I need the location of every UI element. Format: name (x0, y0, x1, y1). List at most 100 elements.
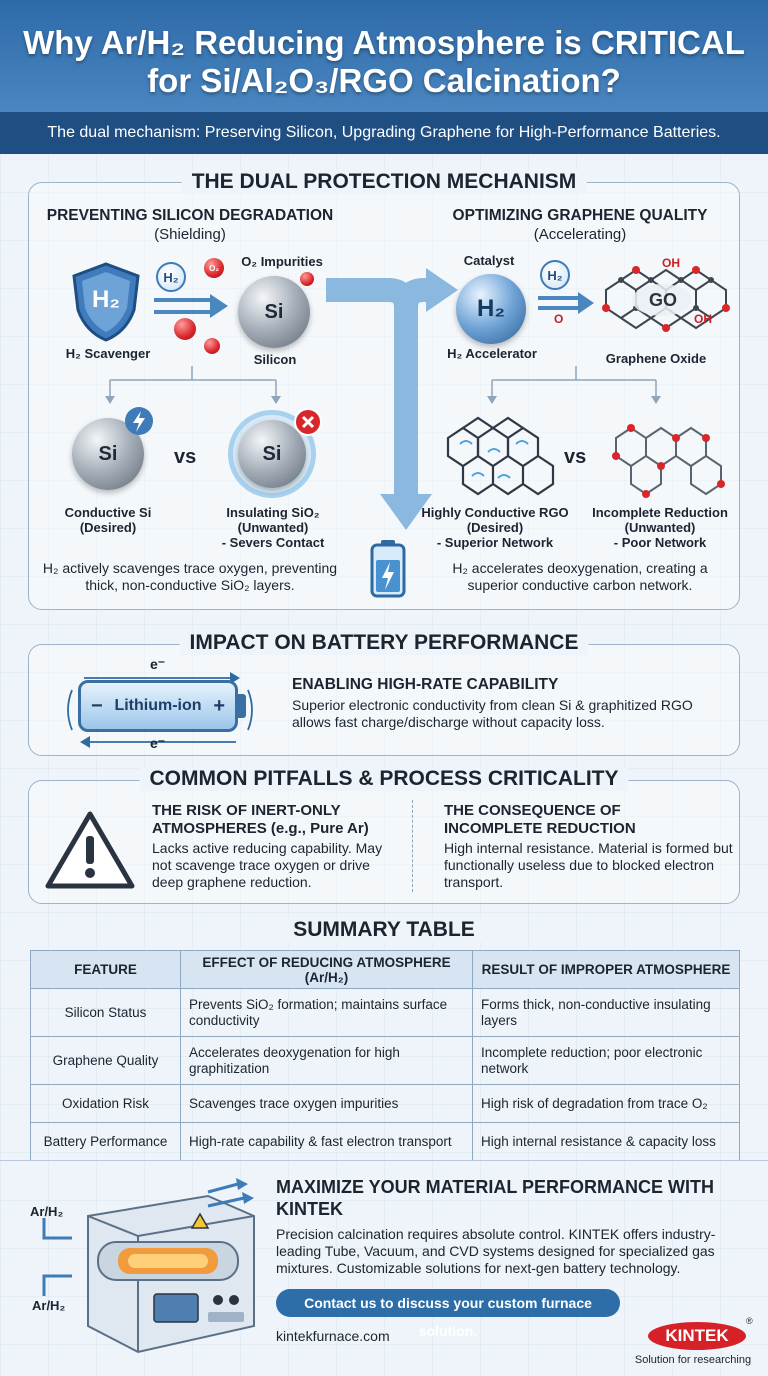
arrow-icon-right (538, 292, 594, 314)
table-header: RESULT OF IMPROPER ATMOSPHERE (472, 950, 740, 989)
cta-heading: MAXIMIZE YOUR MATERIAL PERFORMANCE WITH … (276, 1177, 714, 1219)
oxygen-ball-3 (204, 338, 220, 354)
cta-divider (0, 1160, 768, 1161)
table-row: Graphene Quality Accelerates deoxygenati… (30, 1036, 740, 1085)
h2-scavenger-label: H₂ Scavenger (65, 346, 151, 361)
impact-heading: ENABLING HIGH-RATE CAPABILITY (292, 676, 559, 693)
h2-molecule-left: H₂ (156, 262, 186, 292)
silicon-sphere: Si (238, 276, 310, 348)
table-cell: High internal resistance & capacity loss (472, 1122, 740, 1161)
oxygen-ball-4 (300, 272, 314, 286)
conductive-rgo-label: Highly Conductive RGO (Desired) - Superi… (421, 505, 569, 550)
o-label: O (554, 312, 564, 326)
silicon-label: Silicon (253, 352, 297, 367)
table-header: EFFECT OF REDUCING ATMOSPHERE (Ar/H₂) (180, 950, 473, 989)
h2-molecule-right: H₂ (540, 260, 570, 290)
oh-label-1: OH (662, 256, 680, 270)
page-header: Why Ar/H₂ Reducing Atmosphere is CRITICA… (0, 0, 768, 112)
conductive-si-label: Conductive Si (Desired) (64, 505, 152, 535)
table-header-row: FEATURE EFFECT OF REDUCING ATMOSPHERE (A… (30, 950, 740, 989)
table-row: Silicon Status Prevents SiO₂ formation; … (30, 988, 740, 1037)
table-cell: Accelerates deoxygenation for high graph… (180, 1036, 473, 1085)
warning-icon (45, 811, 135, 889)
battery-plus: + (213, 694, 225, 717)
silicon-subheading: (Shielding) (154, 226, 226, 243)
table-cell: Oxidation Risk (30, 1084, 181, 1123)
lithium-ion-battery: − Lithium-ion + (78, 680, 238, 732)
website-link[interactable]: kintekfurnace.com (276, 1328, 390, 1344)
graphene-description: H₂ accelerates deoxygenation, creating a… (452, 560, 708, 593)
table-cell: Forms thick, non-conductive insulating l… (472, 988, 740, 1037)
logo-tagline: Solution for researching (634, 1354, 752, 1366)
battery-label: Lithium-ion (114, 697, 202, 714)
electron-cycle-arrows (67, 672, 253, 748)
pitfall-divider (412, 800, 413, 892)
flow-arrow (326, 268, 458, 530)
kintek-logo: KINTEK (648, 1322, 746, 1350)
split-arrow (105, 366, 281, 404)
impact-title: IMPACT ON BATTERY PERFORMANCE (179, 631, 589, 655)
electron-label-top: e⁻ (150, 656, 166, 672)
dual-mechanism-title: THE DUAL PROTECTION MECHANISM (181, 170, 587, 194)
table-cell: Incomplete reduction; poor electronic ne… (472, 1036, 740, 1085)
gas-inlet-label-2: Ar/H₂ (32, 1298, 66, 1313)
contact-button[interactable]: Contact us to discuss your custom furnac… (276, 1289, 620, 1339)
summary-table: FEATURE EFFECT OF REDUCING ATMOSPHERE (A… (30, 950, 740, 1161)
table-row: Oxidation Risk Scavenges trace oxygen im… (30, 1084, 740, 1123)
battery-minus: − (91, 694, 103, 717)
o2-impurities-label: O₂ Impurities (241, 254, 323, 269)
dual-mechanism-panel (28, 182, 740, 610)
logo-registered-mark: ® (746, 1316, 753, 1326)
oxygen-ball-1: O₂ (204, 258, 224, 278)
cta-description: Precision calcination requires absolute … (276, 1226, 716, 1276)
impact-description: Superior electronic conductivity from cl… (292, 697, 693, 730)
table-row: Battery Performance High-rate capability… (30, 1122, 740, 1161)
table-cell: Prevents SiO₂ formation; maintains surfa… (180, 988, 473, 1037)
table-cell: High risk of degradation from trace O₂ (472, 1084, 740, 1123)
lightning-icon (125, 407, 153, 435)
vs-left: vs (174, 446, 197, 468)
go-label: GO (648, 290, 677, 310)
shield-icon (72, 262, 140, 342)
gas-inlet-label-1: Ar/H₂ (30, 1204, 64, 1219)
graphene-oxide-label: Graphene Oxide (605, 351, 707, 366)
arrow-icon (154, 294, 228, 318)
incomplete-reduction-label: Incomplete Reduction (Unwanted) - Poor N… (592, 505, 728, 550)
vs-right: vs (564, 446, 587, 468)
summary-title: SUMMARY TABLE (283, 918, 485, 942)
graphene-oxide-lattice (602, 266, 730, 332)
page-subtitle: The dual mechanism: Preserving Silicon, … (0, 112, 768, 154)
table-cell: Battery Performance (30, 1122, 181, 1161)
silicon-description: H₂ actively scavenges trace oxygen, prev… (42, 560, 338, 593)
graphene-heading: OPTIMIZING GRAPHENE QUALITY (452, 207, 708, 224)
pitfall-left-heading: THE RISK OF INERT-ONLY ATMOSPHERES (e.g.… (152, 802, 369, 837)
pitfalls-title: COMMON PITFALLS & PROCESS CRITICALITY (139, 767, 629, 791)
pitfalls-panel (28, 780, 740, 904)
pitfall-right-heading: THE CONSEQUENCE OF INCOMPLETE REDUCTION (444, 802, 636, 837)
table-cell: High-rate capability & fast electron tra… (180, 1122, 473, 1161)
pitfall-right-description: High internal resistance. Material is fo… (444, 840, 733, 890)
table-cell: Graphene Quality (30, 1036, 181, 1085)
shield-label: H₂ (92, 286, 120, 313)
split-arrow-right (487, 366, 661, 404)
table-cell: Scavenges trace oxygen impurities (180, 1084, 473, 1123)
gas-flow-arrows (42, 1178, 254, 1296)
insulating-si-sphere: Si (238, 420, 306, 488)
oxygen-ball-2 (174, 318, 196, 340)
insulating-sio2-label: Insulating SiO₂ (Unwanted) - Severs Cont… (221, 505, 325, 550)
oh-label-2: OH (694, 312, 712, 326)
table-cell: Silicon Status (30, 988, 181, 1037)
battery-cap (238, 694, 246, 718)
silicon-heading: PREVENTING SILICON DEGRADATION (46, 207, 334, 224)
electron-label-bottom: e⁻ (150, 735, 166, 751)
h2-accelerator-sphere: H₂ (456, 274, 526, 344)
x-icon (294, 408, 322, 436)
poor-rgo-network (612, 424, 725, 498)
conductive-rgo-network (446, 416, 555, 496)
catalyst-label: Catalyst (463, 253, 515, 268)
h2-accelerator-label: H₂ Accelerator (447, 346, 537, 361)
table-header: FEATURE (30, 950, 181, 989)
pitfall-left-description: Lacks active reducing capability. May no… (152, 840, 383, 890)
graphene-subheading: (Accelerating) (533, 226, 627, 243)
page-title: Why Ar/H₂ Reducing Atmosphere is CRITICA… (23, 24, 745, 99)
